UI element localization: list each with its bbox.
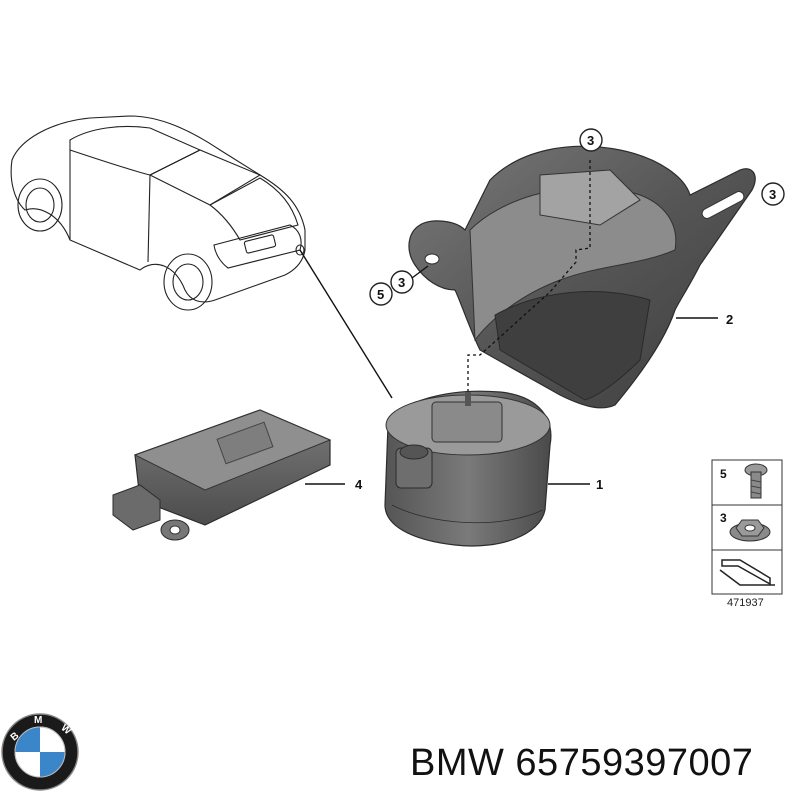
part-2-housing <box>408 145 756 409</box>
part-1-siren <box>384 390 552 547</box>
bmw-logo: B M W <box>1 713 79 791</box>
callout-3-right: 3 <box>761 182 785 206</box>
svg-text:M: M <box>34 715 42 726</box>
callout-3-top: 3 <box>579 128 603 152</box>
part-4-control-module <box>112 409 332 541</box>
part-number-label: BMW 65759397007 <box>410 742 754 784</box>
car-leader-line <box>299 249 393 399</box>
fastener-legend: 5 3 <box>711 459 783 595</box>
callout-2: 2 <box>726 312 733 327</box>
callout-4: 4 <box>355 477 363 492</box>
callout-5: 5 <box>369 282 393 306</box>
svg-text:5: 5 <box>720 467 727 481</box>
arrow-fold-icon <box>719 559 775 586</box>
drawing-number: 471937 <box>727 597 764 609</box>
svg-text:3: 3 <box>720 511 727 525</box>
leader-3-left <box>411 265 429 279</box>
assembly-dashed-line <box>467 160 591 395</box>
car-outline-illustration <box>10 115 306 311</box>
svg-text:5: 5 <box>377 287 384 302</box>
callout-1: 1 <box>596 477 603 492</box>
svg-text:3: 3 <box>769 187 776 202</box>
svg-text:4: 4 <box>355 477 363 492</box>
nut-icon <box>729 519 771 542</box>
callout-3-left: 3 <box>390 270 414 294</box>
svg-text:1: 1 <box>596 477 603 492</box>
bolt-icon <box>744 463 768 499</box>
svg-text:3: 3 <box>398 275 405 290</box>
svg-text:3: 3 <box>587 133 594 148</box>
svg-text:2: 2 <box>726 312 733 327</box>
